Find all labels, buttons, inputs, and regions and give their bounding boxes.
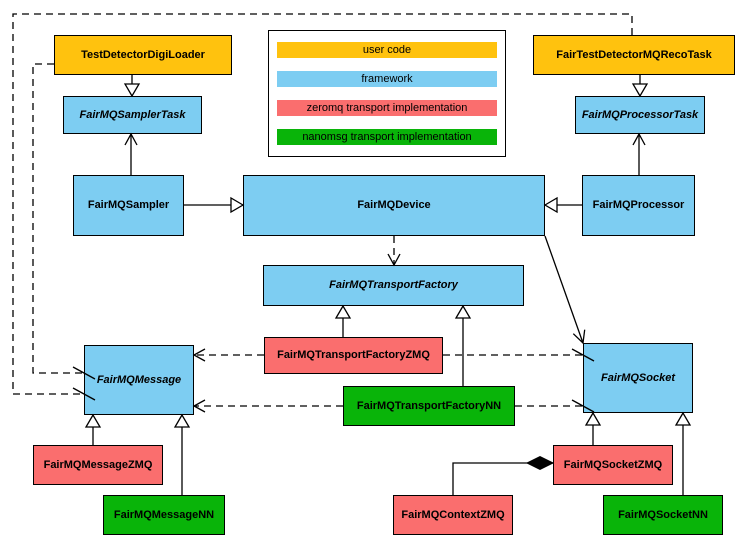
class-label: FairMQSocketZMQ	[563, 458, 663, 471]
edge-inheritance-processor-to-device	[543, 196, 582, 214]
class-label: FairMQSocketNN	[618, 508, 708, 521]
class-box-messagezmq: FairMQMessageZMQ	[33, 445, 163, 485]
hollow-triangle-arrowhead-icon	[674, 411, 692, 426]
edge-dependency-device-to-factory	[387, 236, 401, 267]
class-box-factoryzmq: FairMQTransportFactoryZMQ	[264, 337, 443, 374]
open-arrowhead-icon	[192, 399, 206, 413]
legend-item-framework: framework	[277, 71, 497, 87]
edge-dependency-factorynn-to-message	[192, 399, 343, 413]
class-label: FairMQSocket	[601, 371, 675, 384]
hollow-triangle-arrowhead-icon	[543, 196, 558, 214]
edge-inheritance-messagenn-to-message	[173, 413, 191, 495]
class-label: FairMQProcessor	[592, 199, 685, 212]
edge-dependency-factoryzmq-to-socket	[443, 348, 595, 362]
edge-inheritance-factoryzmq-to-factory	[334, 304, 352, 337]
filled-diamond-icon	[525, 455, 555, 471]
edge-inheritance-recotask-to-processortask	[631, 75, 649, 98]
edge-dependency-factoryzmq-to-message	[192, 348, 264, 362]
class-box-digiloader: TestDetectorDigiLoader	[54, 35, 232, 75]
legend-item-nanomsg: nanomsg transport implementation	[277, 129, 497, 145]
class-box-message: FairMQMessage	[84, 345, 194, 415]
edge-inheritance-socketnn-to-socket	[674, 411, 692, 495]
legend-label: zeromq transport implementation	[306, 102, 468, 114]
class-label: FairMQTransportFactory	[329, 279, 458, 292]
edge-composition-contextzmq-to-socketzmq	[452, 455, 555, 495]
class-label: TestDetectorDigiLoader	[81, 48, 205, 61]
open-arrowhead-icon	[387, 253, 401, 267]
edge-association-device-to-socket	[544, 235, 586, 345]
class-box-contextzmq: FairMQContextZMQ	[393, 495, 513, 535]
legend-label: framework	[361, 73, 413, 85]
class-label: FairMQTransportFactoryZMQ	[277, 349, 430, 362]
class-box-socket: FairMQSocket	[583, 343, 693, 413]
edge-inheritance-messagezmq-to-message	[84, 413, 102, 445]
edge-association-processor-to-processortask	[632, 132, 646, 175]
edge-inheritance-digiloader-to-samplertask	[123, 75, 141, 98]
class-label: FairMQSamplerTask	[79, 108, 186, 121]
edge-inheritance-factorynn-to-factory	[454, 304, 472, 386]
class-box-recotask: FairTestDetectorMQRecoTask	[533, 35, 735, 75]
edge-inheritance-socketzmq-to-socket	[584, 411, 602, 445]
class-label: FairMQContextZMQ	[401, 508, 505, 521]
class-box-device: FairMQDevice	[243, 175, 545, 236]
class-label: FairTestDetectorMQRecoTask	[556, 48, 712, 61]
hollow-triangle-arrowhead-icon	[173, 413, 191, 428]
class-box-socketzmq: FairMQSocketZMQ	[553, 445, 673, 485]
open-arrowhead-icon	[572, 329, 586, 345]
class-box-sampler: FairMQSampler	[73, 175, 184, 236]
class-box-socketnn: FairMQSocketNN	[603, 495, 723, 535]
legend-label: nanomsg transport implementation	[302, 131, 472, 143]
open-arrowhead-icon	[124, 132, 138, 146]
hollow-triangle-arrowhead-icon	[84, 413, 102, 428]
class-label: FairMQDevice	[357, 199, 431, 212]
edge-inheritance-sampler-to-device	[184, 196, 245, 214]
hollow-triangle-arrowhead-icon	[123, 83, 141, 98]
class-label: FairMQMessage	[96, 373, 182, 386]
edge-association-sampler-to-samplertask	[124, 132, 138, 175]
class-box-samplertask: FairMQSamplerTask	[63, 96, 202, 134]
class-box-processortask: FairMQProcessorTask	[575, 96, 705, 134]
open-arrowhead-icon	[192, 348, 206, 362]
class-box-factory: FairMQTransportFactory	[263, 265, 524, 306]
legend: user code framework zeromq transport imple…	[268, 30, 506, 157]
class-label: FairMQProcessorTask	[581, 108, 699, 121]
legend-item-zeromq: zeromq transport implementation	[277, 100, 497, 116]
hollow-triangle-arrowhead-icon	[631, 83, 649, 98]
class-label: FairMQTransportFactoryNN	[356, 399, 502, 412]
legend-label: user code	[362, 44, 412, 56]
legend-item-user-code: user code	[277, 42, 497, 58]
hollow-triangle-arrowhead-icon	[584, 411, 602, 426]
hollow-triangle-arrowhead-icon	[334, 304, 352, 319]
class-label: FairMQMessageZMQ	[43, 458, 153, 471]
class-label: FairMQMessageNN	[113, 508, 215, 521]
class-box-processor: FairMQProcessor	[582, 175, 695, 236]
open-arrowhead-icon	[632, 132, 646, 146]
class-box-messagenn: FairMQMessageNN	[103, 495, 225, 535]
class-box-factorynn: FairMQTransportFactoryNN	[343, 386, 515, 426]
hollow-triangle-arrowhead-icon	[230, 196, 245, 214]
class-label: FairMQSampler	[87, 199, 170, 212]
hollow-triangle-arrowhead-icon	[454, 304, 472, 319]
